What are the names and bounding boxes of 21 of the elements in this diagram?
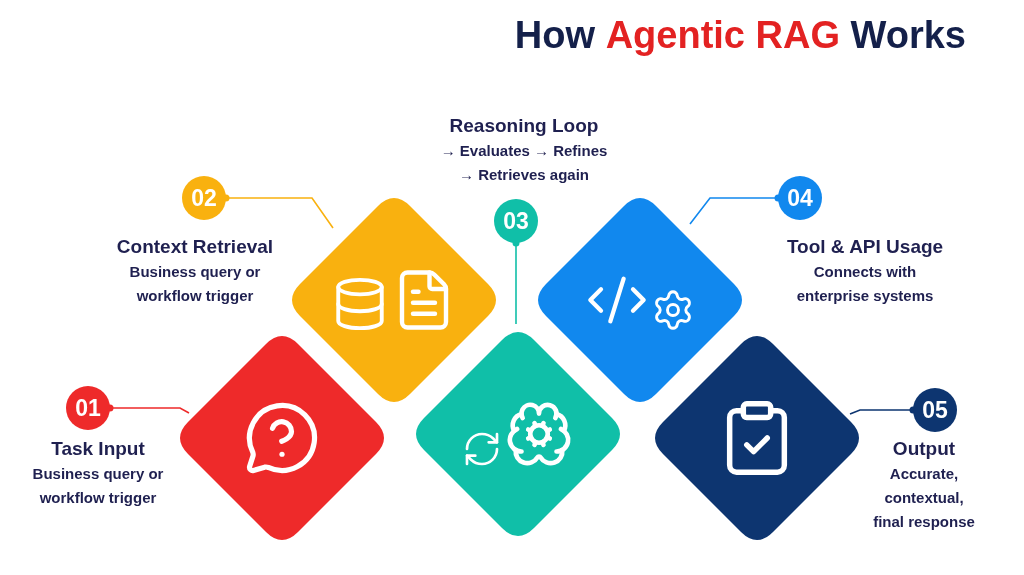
step-description: Accurate, contextual, final response	[872, 464, 976, 532]
diamond-tile	[538, 198, 742, 402]
diamond-tile	[416, 332, 620, 536]
step-description: → Evaluates → Refines → Retrieves again	[439, 141, 609, 185]
title: How Agentic RAG Works	[514, 14, 966, 57]
step-description: Business query or workflow trigger	[31, 464, 165, 508]
step-number: 01	[66, 386, 110, 430]
step-heading: Tool & API Usage	[785, 235, 945, 259]
diamond-tile	[180, 336, 384, 540]
step-number: 04	[778, 176, 822, 220]
step-number: 02	[182, 176, 226, 220]
step-number: 05	[913, 388, 957, 432]
step-description: Connects with enterprise systems	[795, 262, 935, 306]
diamond-tile	[655, 336, 859, 540]
step-heading: Task Input	[50, 437, 146, 461]
step-number: 03	[494, 199, 538, 243]
step-heading: Output	[891, 437, 957, 461]
step-heading: Reasoning Loop	[448, 114, 600, 138]
diamond-tile	[292, 198, 496, 402]
step-heading: Context Retrieval	[115, 235, 275, 259]
step-description: Business query or workflow trigger	[128, 262, 262, 306]
